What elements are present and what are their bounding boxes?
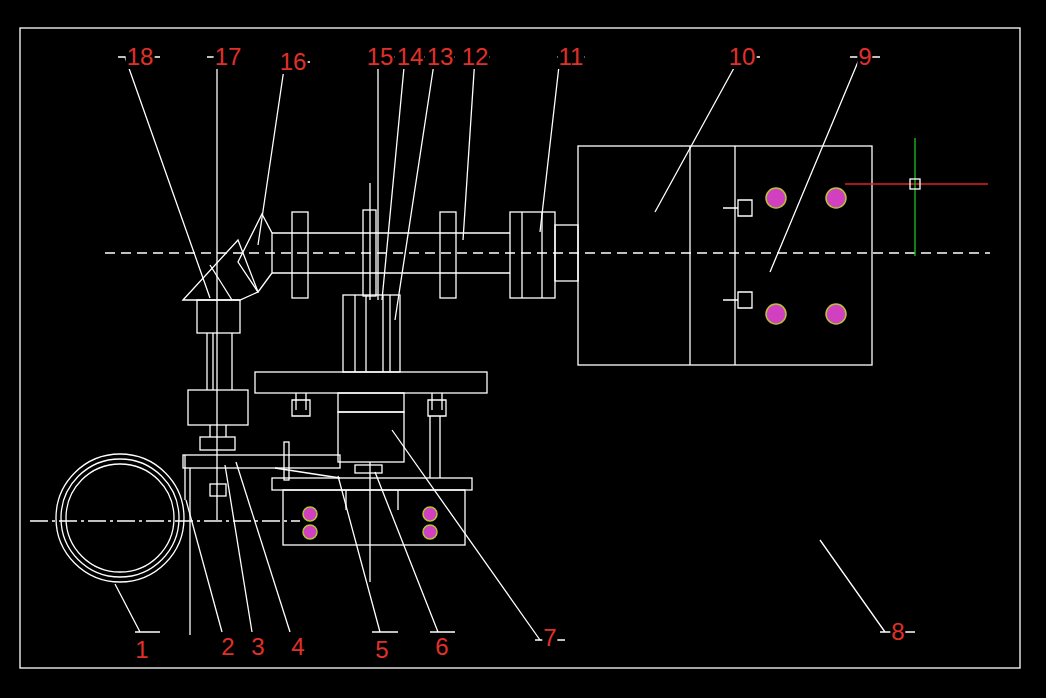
leader-line (115, 57, 915, 640)
callout-number: 7 (542, 626, 557, 650)
vertical-shaft (188, 57, 248, 520)
callout-number: 14 (396, 45, 425, 69)
callout-number: 15 (366, 45, 395, 69)
callout-number: 16 (279, 50, 308, 74)
center-axis (105, 252, 990, 253)
motor-housing (578, 146, 872, 365)
callout-number: 13 (426, 45, 455, 69)
frame-border (20, 28, 1020, 668)
callout-number: 17 (214, 45, 243, 69)
callout-number: 9 (857, 45, 872, 69)
callout-number: 10 (728, 45, 757, 69)
callout-number: 18 (126, 45, 155, 69)
bolt-symbol (303, 188, 846, 539)
cad-cursor (845, 138, 988, 256)
bevel-gear (183, 214, 272, 300)
callout-number: 6 (434, 635, 449, 659)
callout-number: 2 (220, 635, 235, 659)
callout-number: 5 (374, 638, 389, 662)
callout-number: 12 (461, 45, 490, 69)
callout-number: 11 (558, 45, 585, 69)
callout-number: 3 (250, 635, 265, 659)
mounting-plate (183, 372, 487, 635)
gear-housing (343, 295, 400, 372)
callout-number: 8 (890, 620, 905, 644)
coupling (510, 212, 578, 298)
callout-number: 1 (134, 638, 149, 662)
pipe-section (30, 454, 300, 582)
callout-number: 4 (290, 635, 305, 659)
